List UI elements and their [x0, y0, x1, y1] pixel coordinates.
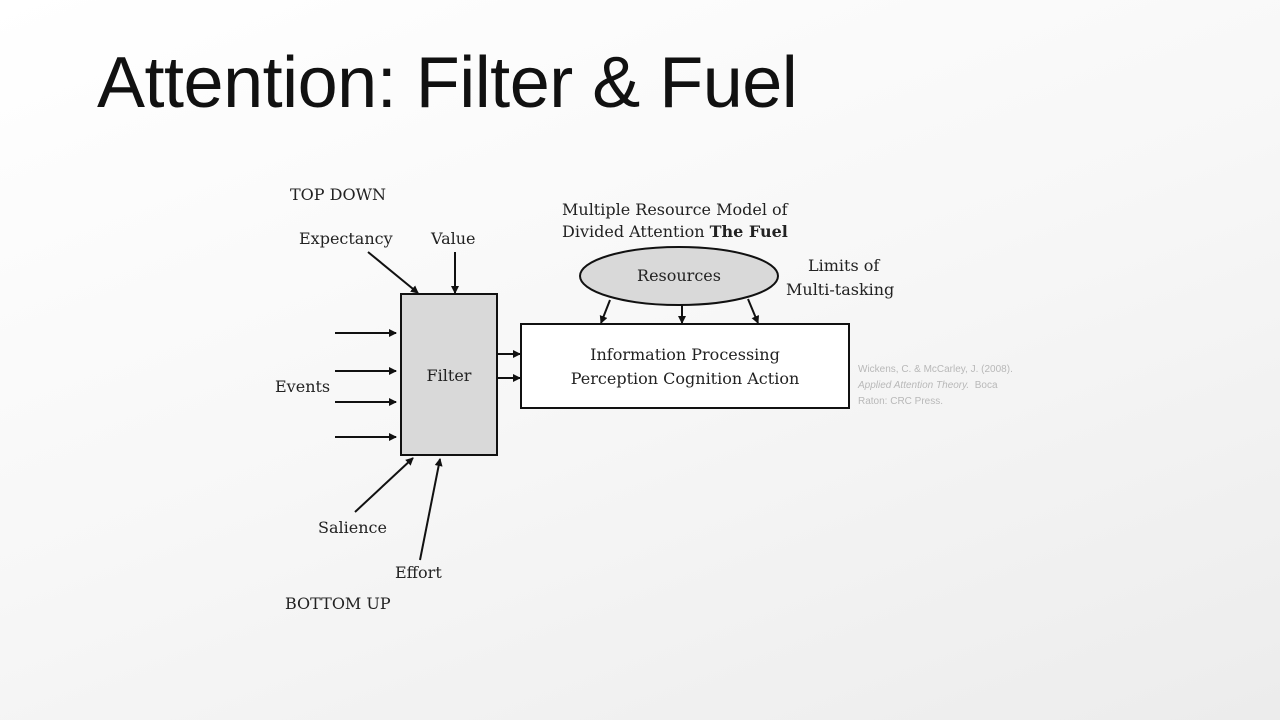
filter-box [400, 293, 498, 456]
info-line-2: Perception Cognition Action [571, 369, 800, 388]
citation-book: Applied Attention Theory. [858, 380, 970, 391]
salience-label: Salience [318, 518, 387, 537]
citation: Wickens, C. & McCarley, J. (2008). Appli… [858, 362, 1013, 410]
citation-publisher: Raton: CRC Press. [858, 396, 944, 407]
slide-title: Attention: Filter & Fuel [97, 43, 798, 123]
effort-label: Effort [395, 563, 442, 582]
limits-line-1: Limits of [808, 256, 880, 275]
information-processing-box [520, 323, 850, 409]
events-label: Events [275, 377, 330, 396]
bottom-up-label: BOTTOM UP [285, 594, 391, 613]
salience-arrow [354, 457, 414, 513]
expectancy-arrow [367, 251, 419, 294]
value-label: Value [430, 229, 476, 248]
fuel-bold: The Fuel [710, 222, 788, 241]
top-down-label: TOP DOWN [290, 185, 386, 204]
info-line-1: Information Processing [590, 345, 780, 364]
fuel-line-2-text: Divided Attention [562, 222, 705, 241]
resource-arrow [599, 299, 611, 324]
expectancy-label: Expectancy [299, 229, 393, 248]
effort-arrow [419, 458, 443, 561]
resource-arrow [747, 298, 759, 324]
citation-place: Boca [974, 380, 998, 391]
limits-line-2: Multi-tasking [786, 280, 894, 299]
resources-label: Resources [637, 266, 721, 285]
resources-ellipse [579, 246, 779, 306]
fuel-line-1: Multiple Resource Model of [562, 200, 789, 219]
filter-label: Filter [427, 366, 472, 385]
citation-authors: Wickens, C. & McCarley, J. (2008). [858, 364, 1013, 375]
fuel-line-2: Divided Attention The Fuel [562, 222, 788, 241]
